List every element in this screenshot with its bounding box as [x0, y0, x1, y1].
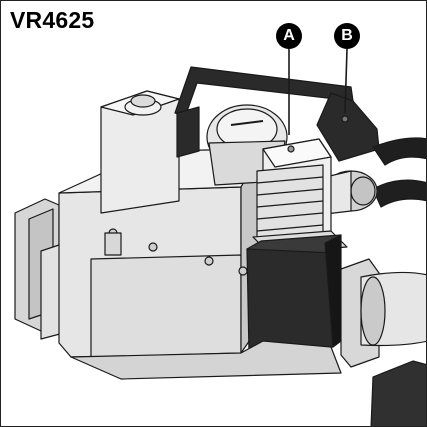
model-label: VR4625 [10, 7, 95, 33]
cable [316, 137, 426, 216]
solenoid-left [100, 90, 180, 214]
bracket-b [174, 66, 380, 162]
coil [246, 234, 342, 355]
leader-line-b [344, 48, 348, 114]
callout-b: B [334, 23, 360, 49]
valve-foot [70, 340, 342, 380]
callout-a: A [276, 23, 302, 49]
right-flange [340, 258, 426, 426]
